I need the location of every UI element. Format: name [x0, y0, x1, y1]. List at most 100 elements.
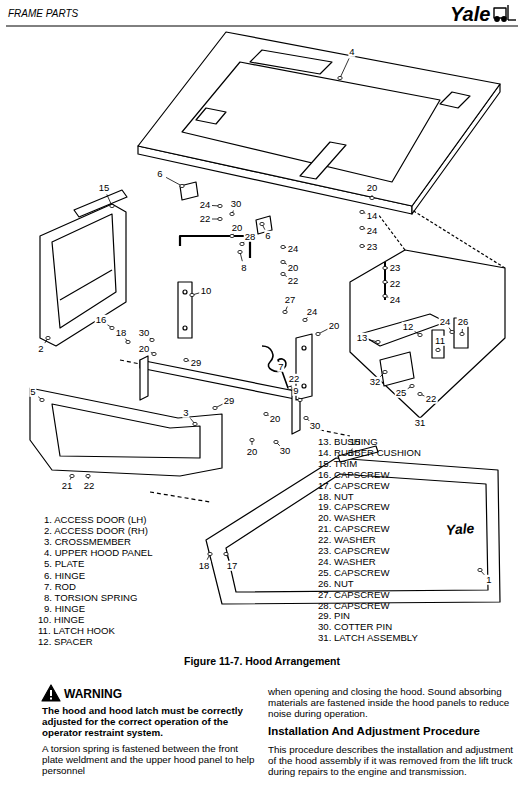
- fastener: [383, 280, 387, 283]
- fastener: [230, 234, 234, 237]
- parts-list-item: 13. BUSHING: [318, 437, 378, 448]
- callout-number: 4: [348, 47, 355, 57]
- fastener: [240, 242, 244, 245]
- callout-number: 29: [190, 358, 203, 368]
- fastener: [238, 250, 242, 253]
- callout-number: 5: [29, 387, 36, 397]
- fastener: [46, 336, 50, 339]
- parts-list-item: 18. NUT: [318, 492, 354, 503]
- page-header: FRAME PARTS: [8, 8, 78, 19]
- warning-icon: [42, 685, 60, 701]
- fastener: [250, 438, 254, 441]
- parts-list-item: 11. LATCH HOOK: [38, 626, 115, 637]
- warning-heading: WARNING: [64, 688, 122, 701]
- header-rule: [6, 26, 518, 27]
- fastener: [40, 398, 44, 401]
- callout-number: 3: [182, 408, 189, 418]
- parts-list-item: 10. HINGE: [38, 615, 84, 626]
- fastener: [360, 244, 364, 247]
- callout-number: 20: [246, 447, 259, 457]
- callout-number: 12: [402, 322, 415, 332]
- callout-number: 26: [457, 317, 470, 327]
- fastener: [418, 333, 422, 336]
- callout-number: 7: [277, 362, 284, 372]
- fastener: [303, 318, 307, 321]
- fastener: [230, 212, 234, 215]
- fastener: [410, 384, 414, 387]
- callout-number: 25: [395, 388, 408, 398]
- parts-list-item: 31. LATCH ASSEMBLY: [318, 633, 418, 644]
- rod: [180, 236, 250, 258]
- fastener: [180, 184, 184, 187]
- callout-number: 14: [366, 211, 379, 221]
- fastener: [370, 196, 374, 199]
- access-door-rh: [206, 458, 500, 604]
- parts-list-item: 16. CAPSCREW: [318, 470, 389, 481]
- callout-number: 31: [414, 418, 427, 428]
- callout-number: 24: [199, 200, 212, 210]
- callout-number: 20: [231, 223, 244, 233]
- fastener: [304, 416, 308, 419]
- callout-number: 20: [269, 414, 282, 424]
- callout-number: 20: [366, 183, 379, 193]
- leader-line: [166, 177, 182, 186]
- callout-number: 17: [226, 561, 239, 571]
- fastener: [213, 406, 217, 409]
- callout-number: 13: [356, 333, 369, 343]
- fastener: [450, 330, 454, 333]
- parts-list-item: 21. CAPSCREW: [318, 524, 389, 535]
- callout-number: 22: [389, 279, 402, 289]
- fastener: [383, 294, 387, 297]
- leader-line: [340, 58, 349, 78]
- fastener: [190, 293, 194, 296]
- callout-number: 24: [366, 226, 379, 236]
- callout-number: 27: [284, 295, 297, 305]
- fastener: [126, 340, 130, 343]
- fastener: [274, 440, 278, 443]
- section-heading: Installation And Adjustment Procedure: [268, 725, 480, 738]
- callout-number: 6: [264, 231, 271, 241]
- upper-hood-panel: [138, 32, 500, 214]
- callout-number: 24: [389, 295, 402, 305]
- callout-number: 8: [240, 263, 247, 273]
- fastener: [70, 474, 74, 477]
- parts-list-item: 19. CAPSCREW: [318, 502, 389, 513]
- fastener: [110, 204, 114, 207]
- callout-number: 1: [485, 575, 492, 585]
- callout-number: 29: [223, 396, 236, 406]
- latch-assembly-inset: [350, 210, 505, 418]
- callout-number: 10: [200, 286, 213, 296]
- parts-list-item: 4. UPPER HOOD PANEL: [44, 548, 153, 559]
- callout-number: 20: [138, 344, 151, 354]
- callout-number: 30: [309, 421, 322, 431]
- parts-list-item: 5. PLATE: [44, 559, 84, 570]
- parts-list-item: 3. CROSSMEMBER: [44, 537, 131, 548]
- hinge: [180, 182, 272, 234]
- parts-list-item: 23. CAPSCREW: [318, 546, 389, 557]
- callout-number: 18: [115, 328, 128, 338]
- fastener: [281, 272, 285, 275]
- parts-list-item: 26. NUT: [318, 579, 354, 590]
- fastener: [376, 340, 380, 343]
- fastener: [193, 422, 197, 425]
- fastener: [460, 332, 464, 335]
- callout-number: 20: [287, 263, 300, 273]
- fastener: [86, 474, 90, 477]
- fastener: [360, 210, 364, 213]
- parts-list-item: 14. RUBBER CUSHION: [318, 448, 421, 459]
- plate: [30, 388, 222, 476]
- callout-number: 2: [37, 344, 44, 354]
- callout-number: 21: [61, 481, 74, 491]
- parts-list-item: 24. WASHER: [318, 557, 376, 568]
- fastener: [152, 352, 156, 355]
- callout-number: 22: [83, 481, 96, 491]
- fastener: [208, 552, 212, 555]
- parts-list-item: 2. ACCESS DOOR (RH): [44, 526, 148, 537]
- callout-number: 32: [369, 377, 382, 387]
- fastener: [316, 332, 320, 335]
- callout-number: 22: [287, 276, 300, 286]
- fastener: [184, 358, 188, 361]
- fastener: [224, 552, 228, 555]
- logo-icon: [494, 5, 516, 21]
- parts-list-item: 28. CAPSCREW: [318, 601, 389, 612]
